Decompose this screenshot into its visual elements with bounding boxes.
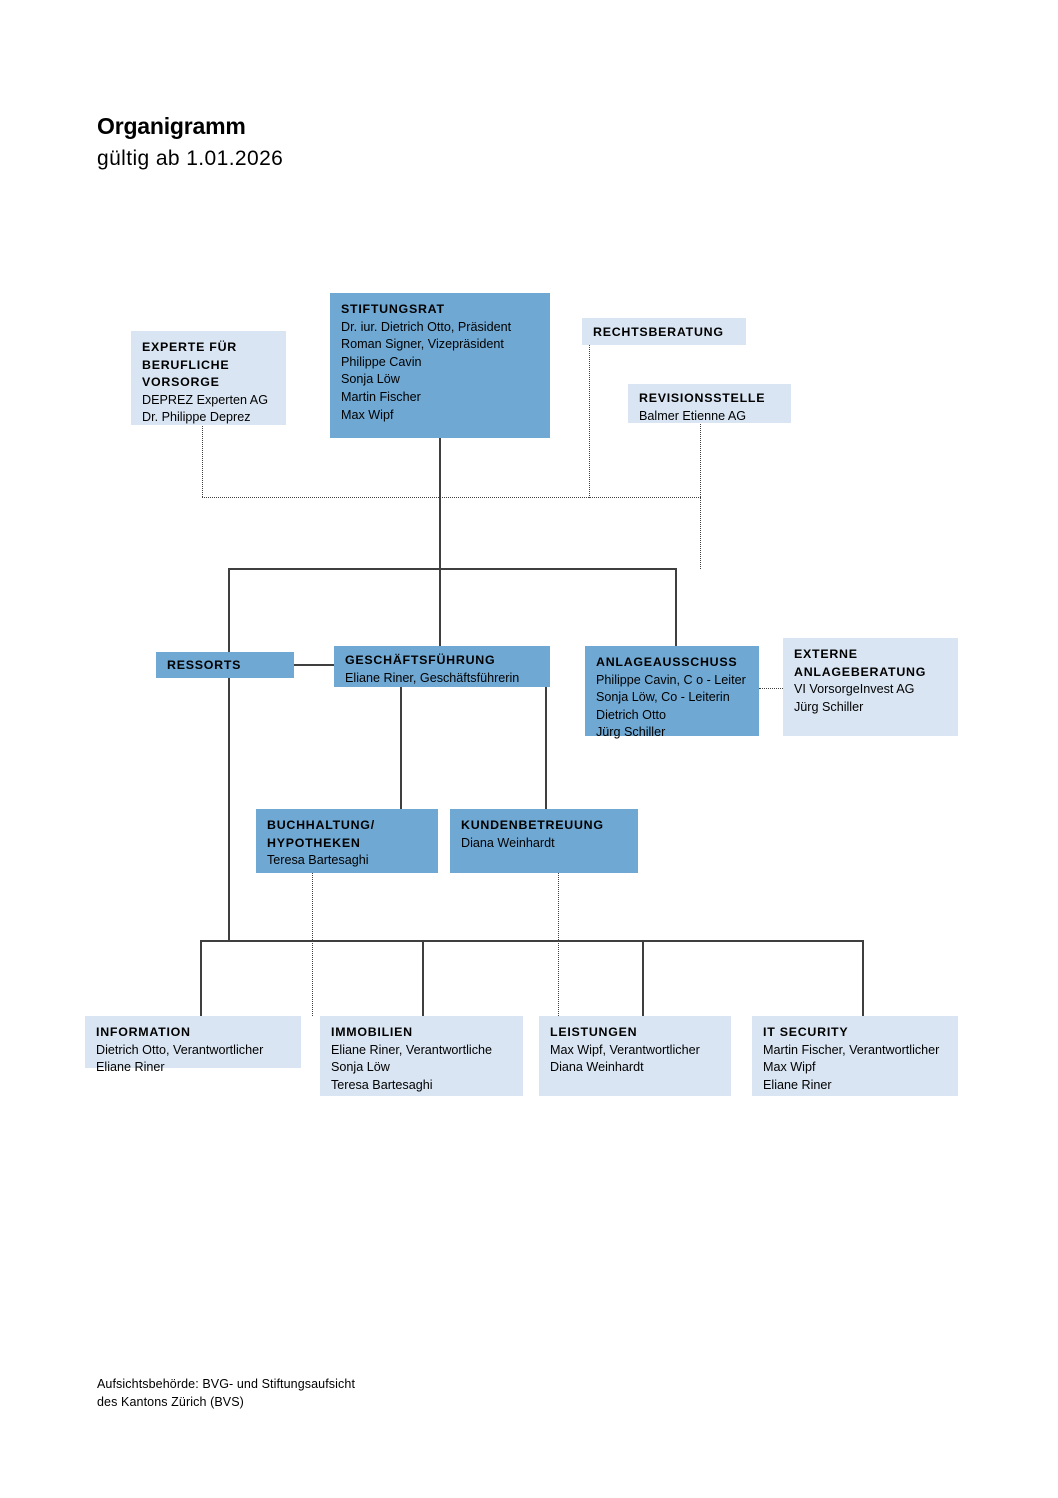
node-body: VI VorsorgeInvest AG Jürg Schiller bbox=[794, 682, 915, 714]
node-body: DEPREZ Experten AG Dr. Philippe Deprez bbox=[142, 392, 268, 425]
node-buchhaltung-hypotheken[interactable]: BUCHHALTUNG/ HYPOTHEKEN Teresa Bartesagh… bbox=[256, 809, 438, 873]
node-header: IMMOBILIEN bbox=[331, 1025, 413, 1039]
node-header: STIFTUNGSRAT bbox=[341, 302, 445, 316]
dotted-connector-advisory-bus bbox=[202, 497, 701, 498]
node-body: Max Wipf, Verantwortlicher Diana Weinhar… bbox=[550, 1042, 700, 1075]
node-geschaeftsfuehrung[interactable]: GESCHÄFTSFÜHRUNG Eliane Riner, Geschäfts… bbox=[334, 646, 550, 687]
node-body: Diana Weinhardt bbox=[461, 835, 555, 850]
connector-bus-to-leistungen bbox=[642, 940, 644, 1016]
connector-bus-to-it-security bbox=[862, 940, 864, 1016]
node-header: EXPERTE FÜR BERUFLICHE VORSORGE bbox=[142, 340, 237, 390]
node-information[interactable]: INFORMATION Dietrich Otto, Verantwortlic… bbox=[85, 1016, 301, 1074]
connector-top-bus bbox=[228, 568, 676, 570]
node-body: Eliane Riner, Geschäftsführerin bbox=[345, 670, 520, 685]
node-header: KUNDENBETREUUNG bbox=[461, 818, 604, 832]
supervisory-authority-footnote: Aufsichtsbehörde: BVG- und Stiftungsaufs… bbox=[97, 1377, 356, 1409]
connector-ressorts-down bbox=[228, 652, 230, 941]
dotted-connector-experte-down bbox=[202, 424, 203, 497]
node-body: Balmer Etienne AG bbox=[639, 408, 747, 423]
node-rechtsberatung[interactable]: RECHTSBERATUNG bbox=[582, 318, 746, 345]
node-immobilien[interactable]: IMMOBILIEN Eliane Riner, Verantwortliche… bbox=[320, 1016, 523, 1096]
node-experte-fuer-berufliche-vorsorge[interactable]: EXPERTE FÜR BERUFLICHE VORSORGE DEPREZ E… bbox=[131, 331, 286, 425]
node-header: REVISIONSSTELLE bbox=[639, 391, 766, 405]
connector-bus-to-immobilien bbox=[422, 940, 424, 1016]
connector-geschaeftsfuehrung-to-buchhaltung bbox=[400, 686, 402, 809]
connector-bus-to-geschaeftsfuehrung bbox=[439, 568, 441, 646]
node-kundenbetreuung[interactable]: KUNDENBETREUUNG Diana Weinhardt bbox=[450, 809, 638, 873]
node-body: Dietrich Otto, Verantwortlicher Eliane R… bbox=[96, 1042, 264, 1075]
node-body: Eliane Riner, Verantwortliche Sonja Löw … bbox=[331, 1042, 493, 1092]
dotted-connector-anlageausschuss-to-externe bbox=[759, 688, 783, 689]
dotted-connector-rechtsberatung-down bbox=[589, 345, 590, 498]
connector-bottom-bus bbox=[200, 940, 863, 942]
connector-bus-to-anlageausschuss bbox=[675, 568, 677, 646]
page-title: Organigramm bbox=[97, 113, 246, 139]
node-header: ANLAGEAUSSCHUSS bbox=[596, 655, 738, 669]
dotted-connector-kundenbetreuung-down bbox=[558, 873, 559, 1016]
node-header: INFORMATION bbox=[96, 1025, 191, 1039]
node-ressorts[interactable]: RESSORTS bbox=[156, 652, 294, 678]
node-body: Teresa Bartesaghi bbox=[267, 853, 369, 868]
connector-bus-to-information bbox=[200, 940, 202, 1016]
node-leistungen[interactable]: LEISTUNGEN Max Wipf, Verantwortlicher Di… bbox=[539, 1016, 731, 1096]
node-revisionsstelle[interactable]: REVISIONSSTELLE Balmer Etienne AG bbox=[628, 384, 791, 423]
connector-stiftungsrat-trunk bbox=[439, 438, 441, 569]
node-stiftungsrat[interactable]: STIFTUNGSRAT Dr. iur. Dietrich Otto, Prä… bbox=[330, 293, 550, 438]
dotted-connector-revisionsstelle-down bbox=[700, 422, 701, 569]
connector-ressorts-to-geschaeftsfuehrung bbox=[294, 664, 334, 666]
connector-geschaeftsfuehrung-to-kundenbetreuung bbox=[545, 686, 547, 809]
node-body: Martin Fischer, Verantwortlicher Max Wip… bbox=[763, 1042, 940, 1092]
node-header: LEISTUNGEN bbox=[550, 1025, 638, 1039]
connector-bus-to-ressorts bbox=[228, 568, 230, 652]
node-header: EXTERNE ANLAGEBERATUNG bbox=[794, 647, 927, 679]
node-header: RECHTSBERATUNG bbox=[593, 325, 724, 339]
node-header: BUCHHALTUNG/ HYPOTHEKEN bbox=[267, 818, 375, 850]
page-subtitle: gültig ab 1.01.2026 bbox=[97, 147, 284, 170]
node-body: Philippe Cavin, C o - Leiter Sonja Löw, … bbox=[596, 672, 746, 740]
node-anlageausschuss[interactable]: ANLAGEAUSSCHUSS Philippe Cavin, C o - Le… bbox=[585, 646, 759, 739]
node-it-security[interactable]: IT SECURITY Martin Fischer, Verantwortli… bbox=[752, 1016, 958, 1096]
dotted-connector-buchhaltung-down bbox=[312, 873, 313, 1016]
node-externe-anlageberatung[interactable]: EXTERNE ANLAGEBERATUNG VI VorsorgeInvest… bbox=[783, 638, 958, 736]
node-header: RESSORTS bbox=[167, 658, 242, 672]
node-header: GESCHÄFTSFÜHRUNG bbox=[345, 653, 496, 667]
node-body: Dr. iur. Dietrich Otto, Präsident Roman … bbox=[341, 319, 512, 422]
node-header: IT SECURITY bbox=[763, 1025, 849, 1039]
